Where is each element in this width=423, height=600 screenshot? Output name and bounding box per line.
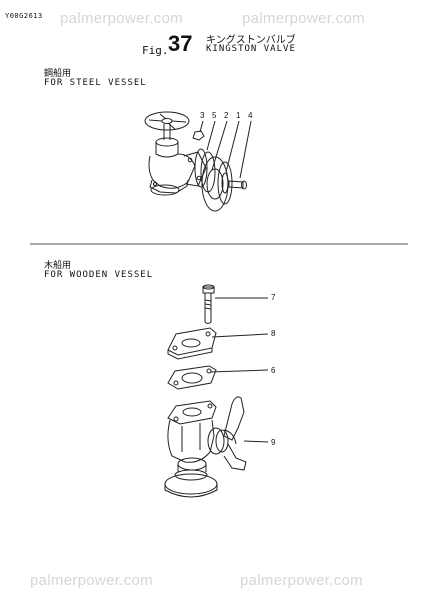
figure-number: 37: [168, 31, 193, 56]
watermark-top-right: palmerpower.com: [242, 10, 365, 27]
document-code: Y00G2613: [5, 12, 43, 20]
callout-8: 8: [271, 329, 276, 338]
callout-7: 7: [271, 293, 276, 302]
callout-9: 9: [271, 438, 276, 447]
watermark-top-left: palmerpower.com: [60, 10, 183, 27]
callout-2: 2: [224, 111, 229, 120]
figure-prefix: Fig.: [142, 44, 169, 57]
callout-3: 3: [200, 111, 205, 120]
section-wooden-label-jp: 木船用: [44, 261, 72, 271]
section-steel-label-jp: 鋼船用: [44, 69, 72, 79]
figure-title-en: KINGSTON VALVE: [206, 44, 296, 54]
section-wooden-label-en: FOR WOODEN VESSEL: [44, 270, 154, 280]
callout-5: 5: [212, 111, 217, 120]
watermark-bottom-left: palmerpower.com: [30, 572, 153, 589]
callout-1: 1: [236, 111, 241, 120]
callout-4: 4: [248, 111, 253, 120]
figure-title-jp: キングストンバルブ: [206, 35, 296, 46]
watermark-bottom-right: palmerpower.com: [240, 572, 363, 589]
callout-6: 6: [271, 366, 276, 375]
section-steel-label-en: FOR STEEL VESSEL: [44, 78, 147, 88]
